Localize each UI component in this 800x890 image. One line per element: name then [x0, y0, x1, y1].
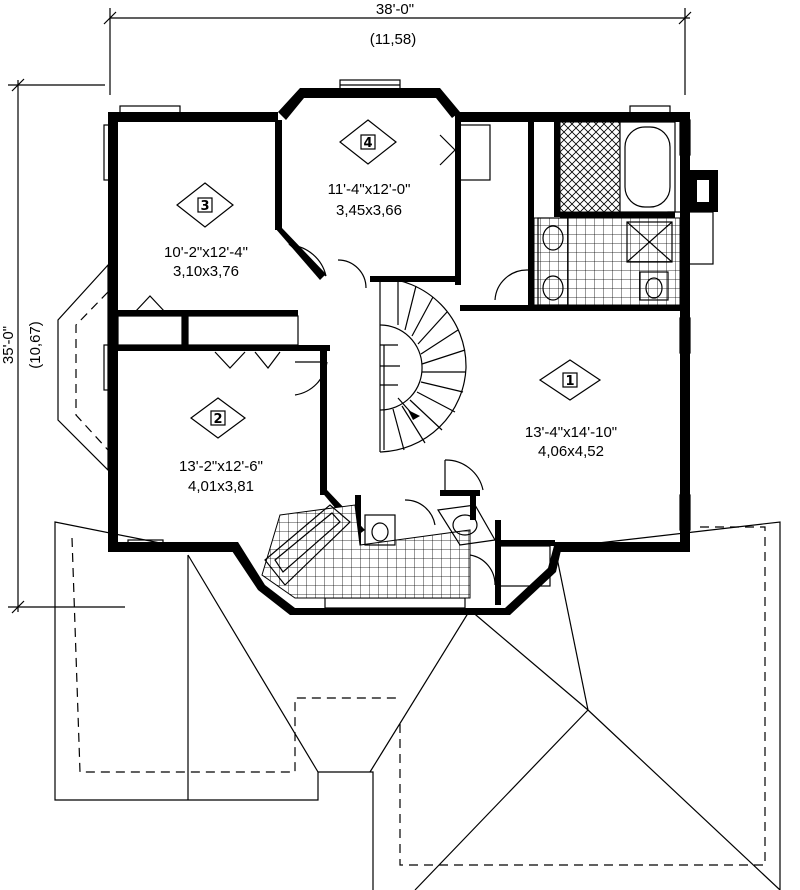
sink-upper — [542, 225, 564, 251]
chimney-flue — [697, 180, 709, 202]
room-tag-1-number: 1 — [565, 374, 574, 389]
room-4-size-metric: 3,45x3,66 — [336, 202, 402, 219]
room-1-size-imperial: 13'-4"x14'-10" — [525, 424, 617, 441]
closets — [117, 124, 491, 369]
room-tag-2: 2 — [189, 397, 247, 439]
double-vanity — [537, 217, 569, 306]
room-tag-4-number: 4 — [363, 136, 372, 151]
room-3-size-metric: 3,10x3,76 — [173, 263, 239, 280]
depth-dimension-label: 35'-0" — [0, 326, 17, 364]
toilet — [639, 271, 669, 301]
lower-sink — [436, 504, 496, 546]
room-tag-3-number: 3 — [200, 199, 209, 214]
room-3-size-imperial: 10'-2"x12'-4" — [164, 244, 248, 261]
bathtub — [624, 126, 671, 208]
staircase — [379, 277, 467, 453]
shower — [626, 221, 673, 263]
windows — [103, 79, 691, 609]
room-tag-4: 4 — [339, 119, 397, 165]
upper-bathroom — [533, 121, 681, 306]
room-tag-1: 1 — [538, 359, 602, 401]
linen-closet — [499, 545, 551, 587]
roof-outlines — [54, 263, 781, 890]
exterior-walls — [108, 88, 690, 615]
depth-dimension-metric: (10,67) — [27, 321, 44, 369]
width-dimension-label: 38'-0" — [376, 1, 414, 18]
interior-walls — [118, 120, 680, 605]
room-1-size-metric: 4,06x4,52 — [538, 443, 604, 460]
sink-lower — [542, 275, 564, 301]
lower-bathroom — [261, 504, 551, 599]
room-tag-3: 3 — [176, 182, 234, 228]
lower-bathtub — [264, 504, 351, 586]
room-2-size-metric: 4,01x3,81 — [188, 478, 254, 495]
dimension-lines — [8, 8, 692, 614]
lower-toilet — [364, 514, 396, 546]
room-4-size-imperial: 11'-4"x12'-0" — [328, 181, 411, 198]
width-dimension-metric: (11,58) — [370, 31, 416, 48]
room-tag-2-number: 2 — [213, 412, 222, 427]
room-2-size-imperial: 13'-2"x12'-6" — [179, 458, 263, 475]
